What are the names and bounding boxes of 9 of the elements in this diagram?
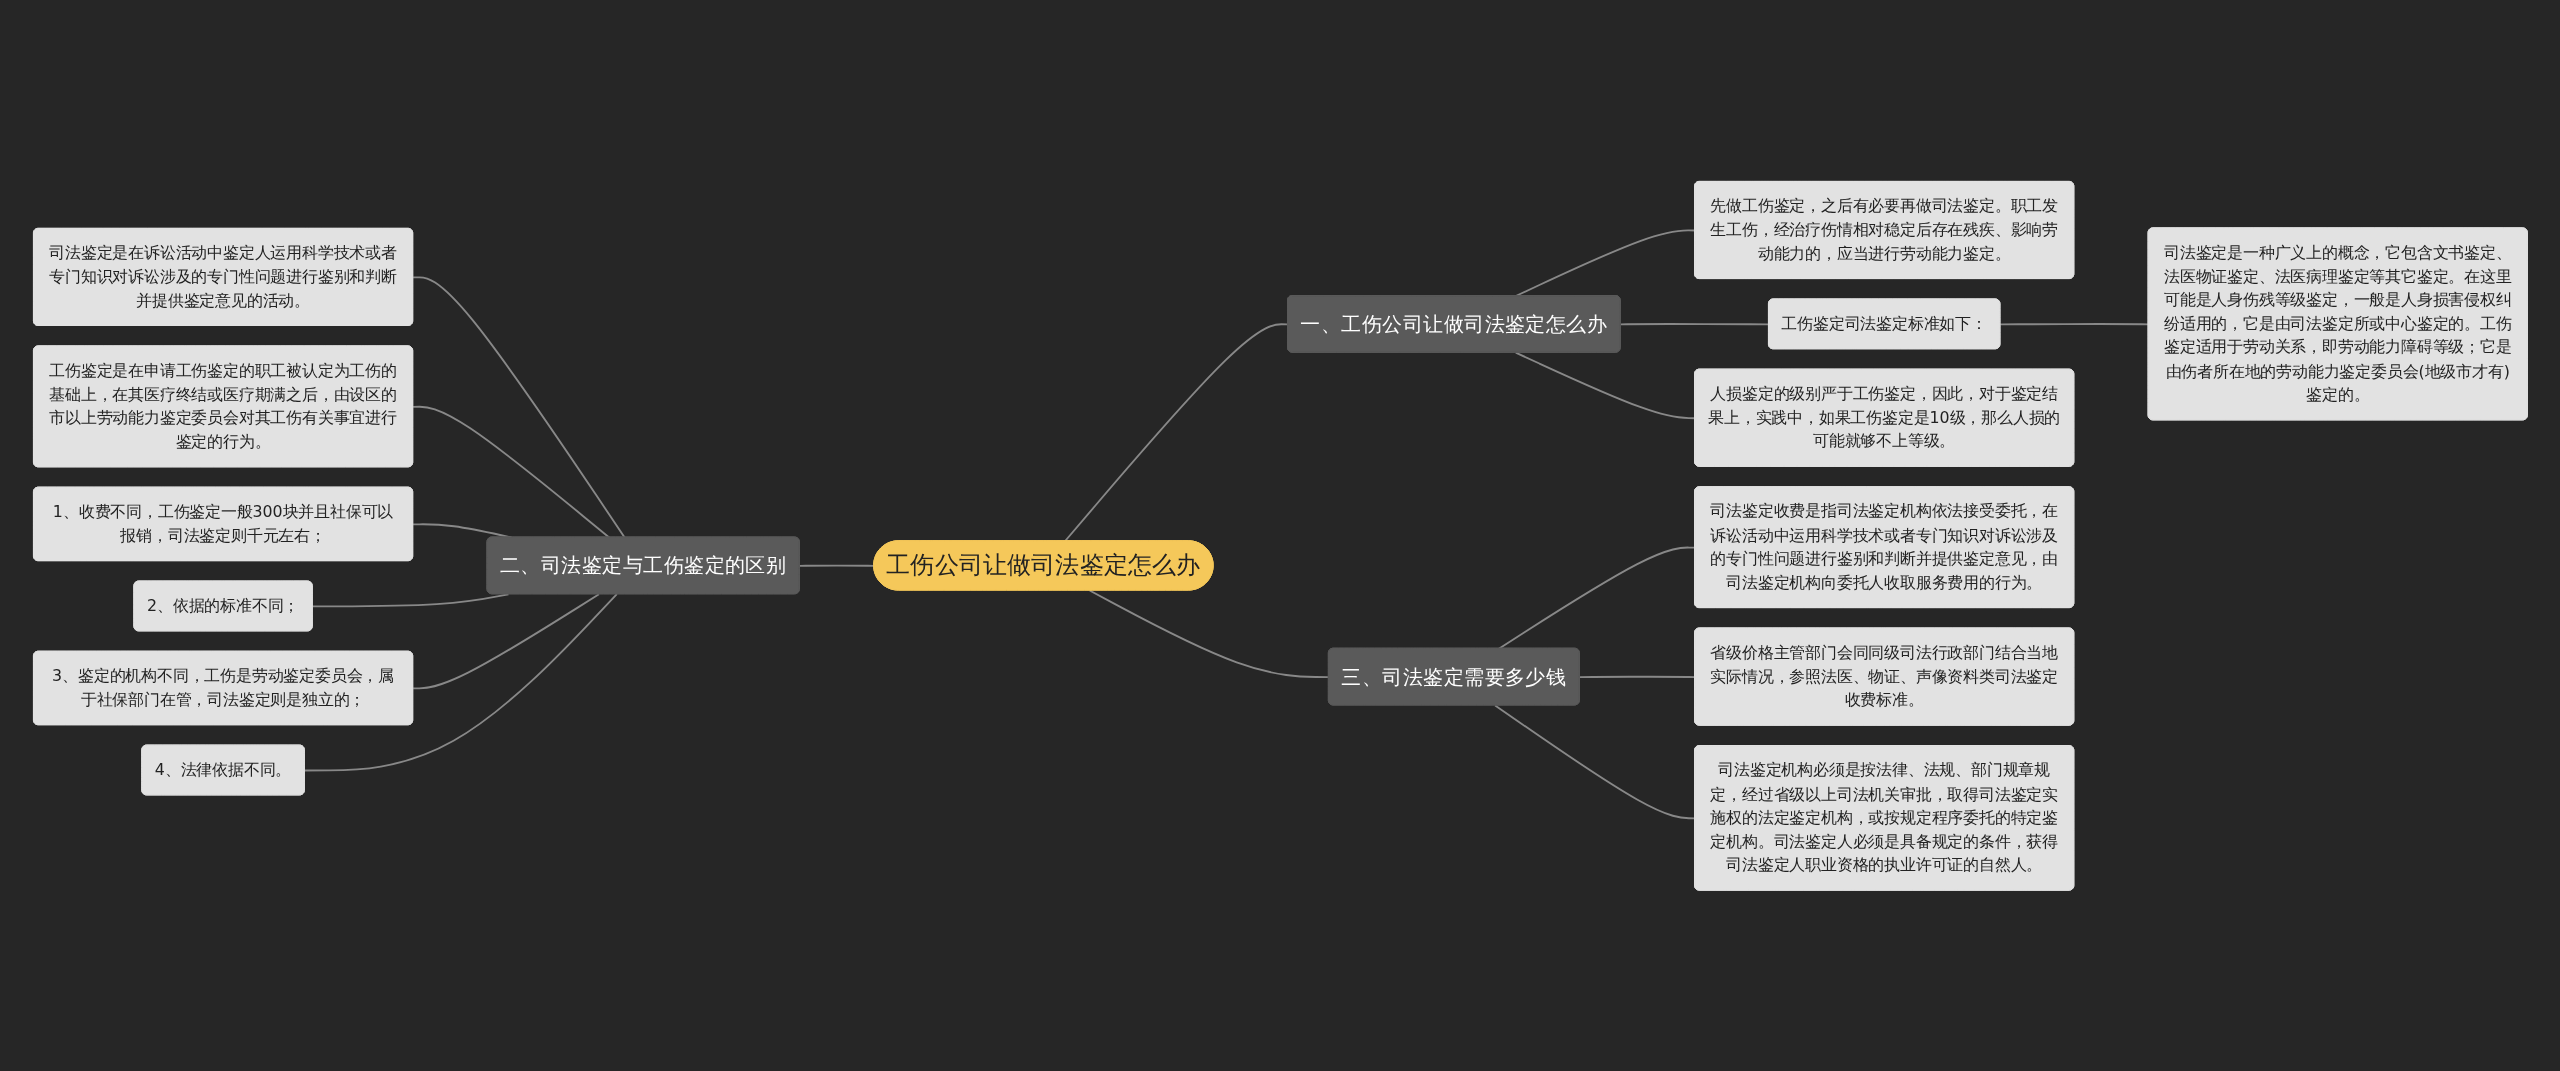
- connector: [1514, 351, 1696, 419]
- connector: [411, 593, 600, 690]
- connector: [798, 564, 875, 567]
- connector: [311, 593, 509, 608]
- connector: [1578, 675, 1696, 678]
- connector: [1619, 322, 1770, 325]
- connector: [303, 593, 618, 772]
- connector: [1063, 323, 1289, 542]
- connector: [1493, 704, 1696, 819]
